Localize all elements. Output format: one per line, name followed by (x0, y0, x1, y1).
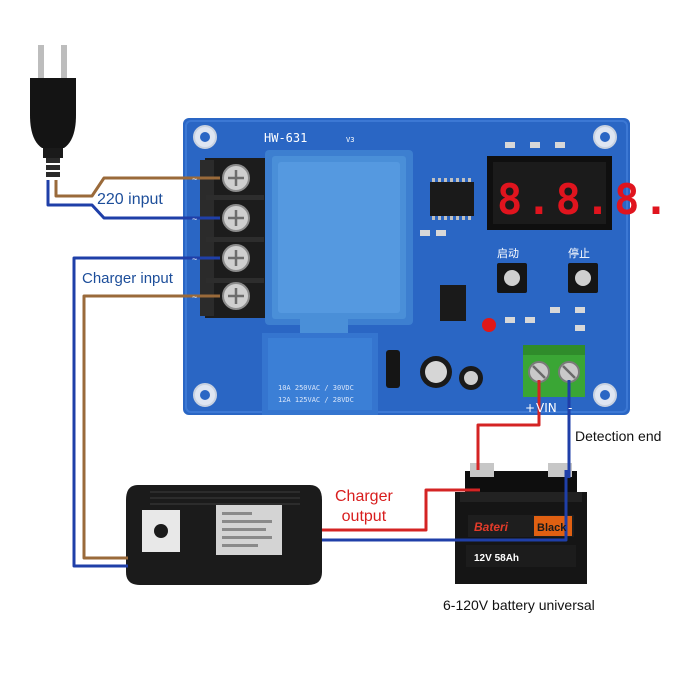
display-digits: 8.8.8. (497, 175, 673, 224)
start-label: 启动 (497, 247, 519, 260)
power-plug-icon (30, 45, 76, 177)
board-model-label: HW-631 (264, 131, 307, 145)
battery-rating: 12V 58Ah (474, 553, 519, 564)
stop-label: 停止 (568, 246, 590, 260)
relay-rating-line-1: 10A 250VAC / 30VDC (278, 384, 354, 392)
vin-label: VIN (536, 401, 557, 415)
mounting-hole-icon (193, 125, 617, 407)
detection-end-label: Detection end (575, 428, 662, 444)
battery-badge: Black (537, 522, 567, 534)
vin-plus-mark: + (525, 401, 535, 415)
board-version-label: V3 (346, 136, 354, 144)
ac-input-label: 220 input (97, 191, 163, 208)
transformer (265, 150, 413, 334)
regulator (440, 285, 466, 321)
terminal-mark-1: ~ (192, 174, 197, 184)
terminal-mark-3: ~ (192, 254, 197, 264)
charger-output-label: Charger output (335, 488, 393, 525)
led-indicator (482, 318, 496, 332)
terminal-mark-2: ~ (192, 214, 197, 224)
start-button[interactable] (497, 263, 527, 293)
battery-caption-label: 6-120V battery universal (443, 597, 595, 613)
relay-rating-line-2: 12A 125VAC / 28VDC (278, 396, 354, 404)
ic-chip (430, 178, 474, 220)
smd-components (420, 142, 585, 331)
charger-adapter-icon (126, 485, 322, 585)
terminal-mark-4: ~ (192, 292, 197, 302)
vin-terminal (523, 345, 585, 397)
wires (46, 176, 571, 568)
battery-brand: Bateri (474, 520, 509, 534)
diode (386, 350, 400, 388)
stop-button[interactable] (568, 263, 598, 293)
relay (262, 333, 378, 415)
hw631-board (183, 118, 630, 415)
led-display (487, 156, 612, 230)
charger-input-label: Charger input (82, 270, 173, 287)
terminal-block (200, 158, 265, 318)
vin-minus-mark: - (568, 401, 572, 415)
